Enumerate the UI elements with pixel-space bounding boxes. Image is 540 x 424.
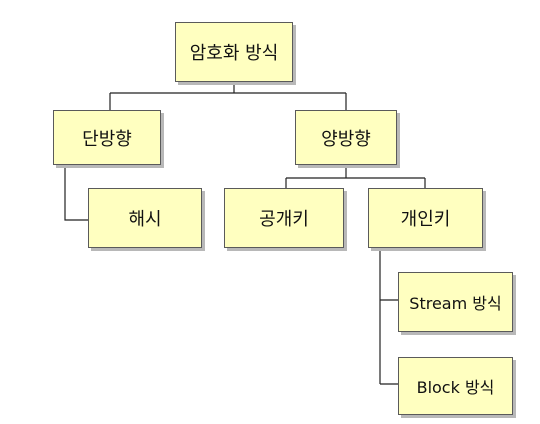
node-private-key: 개인키 xyxy=(368,188,483,248)
node-encryption-method: 암호화 방식 xyxy=(175,22,293,82)
node-label: 암호화 방식 xyxy=(189,43,279,64)
node-label: 개인키 xyxy=(400,209,451,230)
node-label: Block 방식 xyxy=(416,378,495,397)
node-block-method: Block 방식 xyxy=(398,357,513,415)
node-one-way: 단방향 xyxy=(53,110,161,165)
node-label: 공개키 xyxy=(259,209,309,230)
node-label: 해시 xyxy=(128,209,162,230)
node-stream-method: Stream 방식 xyxy=(398,272,513,332)
connector-root-to-children xyxy=(109,83,347,110)
node-hash: 해시 xyxy=(88,188,202,248)
node-two-way: 양방향 xyxy=(295,110,397,165)
node-public-key: 공개키 xyxy=(224,188,344,248)
connector-twoway-to-children xyxy=(285,165,426,188)
connector-privatekey-to-methods xyxy=(379,248,398,385)
connector-oneway-to-hash xyxy=(64,165,88,221)
node-label: 양방향 xyxy=(321,128,371,150)
node-label: Stream 방식 xyxy=(409,294,502,313)
node-label: 단방향 xyxy=(82,128,132,150)
